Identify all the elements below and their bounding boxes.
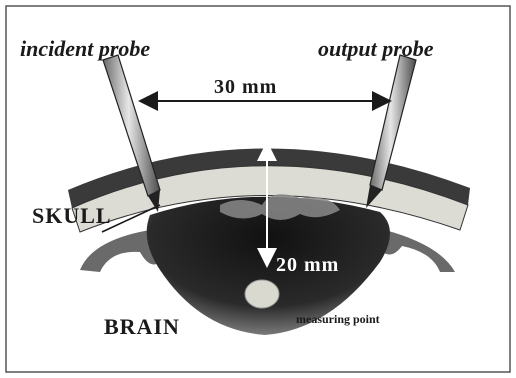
incident-probe-label: incident probe xyxy=(20,36,150,61)
distance-label: 30 mm xyxy=(214,76,277,98)
brain-label: BRAIN xyxy=(104,314,180,339)
skull-label: SKULL xyxy=(32,203,112,228)
measuring-point-marker xyxy=(245,280,279,308)
measuring-point-label: measuring point xyxy=(296,312,380,326)
depth-label: 20 mm xyxy=(276,254,339,276)
output-probe-label: output probe xyxy=(318,36,434,61)
